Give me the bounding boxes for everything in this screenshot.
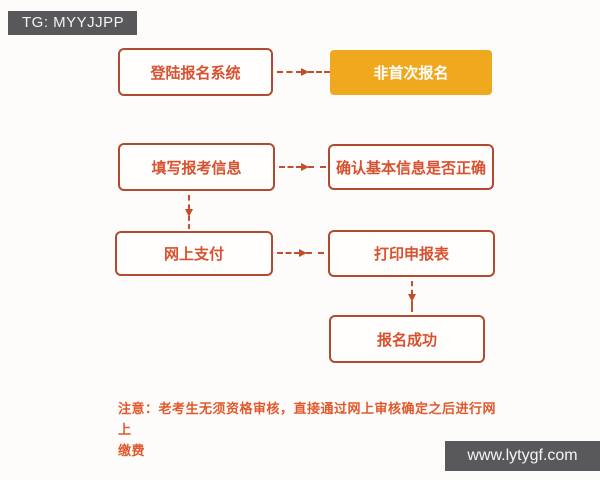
- dashed-line: [305, 252, 324, 254]
- arrow-down-icon: [185, 208, 193, 217]
- flow-node-not-first-time-label: 非首次报名: [373, 65, 449, 82]
- flow-node-success: 报名成功: [329, 315, 485, 363]
- note-text: 注意：老考生无须资格审核，直接通过网上审核确定之后进行网上 缴费: [118, 398, 498, 461]
- source-tag: TG: MYYJJPP: [8, 11, 137, 35]
- flow-node-login: 登陆报名系统: [118, 48, 273, 96]
- flow-node-success-label: 报名成功: [376, 331, 437, 349]
- flow-node-fill-info-label: 填写报考信息: [151, 159, 242, 177]
- arrow-down-icon: [408, 293, 416, 302]
- dashed-line: [308, 71, 330, 73]
- dashed-line: [411, 300, 413, 312]
- flow-node-print-form-label: 打印申报表: [373, 246, 449, 263]
- flow-node-not-first-time: 非首次报名: [330, 50, 492, 95]
- note-line-1: 注意：老考生无须资格审核，直接通过网上审核确定之后进行网上: [118, 401, 497, 437]
- flow-node-confirm-info-label: 确认基本信息是否正确: [335, 159, 486, 177]
- flow-node-fill-info: 填写报考信息: [118, 143, 275, 191]
- site-watermark: www.lytygf.com: [445, 441, 600, 471]
- arrow-right-icon: [301, 68, 310, 76]
- dashed-line: [307, 166, 326, 168]
- connector-pay-to-print: [277, 247, 324, 259]
- flow-node-pay-online: 网上支付: [115, 231, 273, 276]
- arrow-right-icon: [300, 163, 309, 171]
- note-line-2: 缴费: [118, 443, 146, 458]
- flow-node-login-label: 登陆报名系统: [150, 64, 241, 82]
- dashed-line: [188, 215, 190, 229]
- dashed-line: [188, 195, 190, 210]
- connector-login-to-notfirst: [277, 66, 330, 78]
- arrow-right-icon: [298, 249, 307, 257]
- connector-fillinfo-to-confirm: [279, 161, 326, 173]
- connector-print-to-success: [406, 281, 418, 312]
- dashed-line: [279, 166, 302, 168]
- connector-fillinfo-to-pay: [183, 195, 195, 229]
- flow-node-confirm-info: 确认基本信息是否正确: [328, 144, 494, 190]
- dashed-line: [277, 71, 303, 73]
- flow-node-pay-online-label: 网上支付: [163, 246, 224, 263]
- dashed-line: [411, 281, 413, 295]
- dashed-line: [277, 252, 300, 254]
- flow-node-print-form: 打印申报表: [328, 230, 495, 277]
